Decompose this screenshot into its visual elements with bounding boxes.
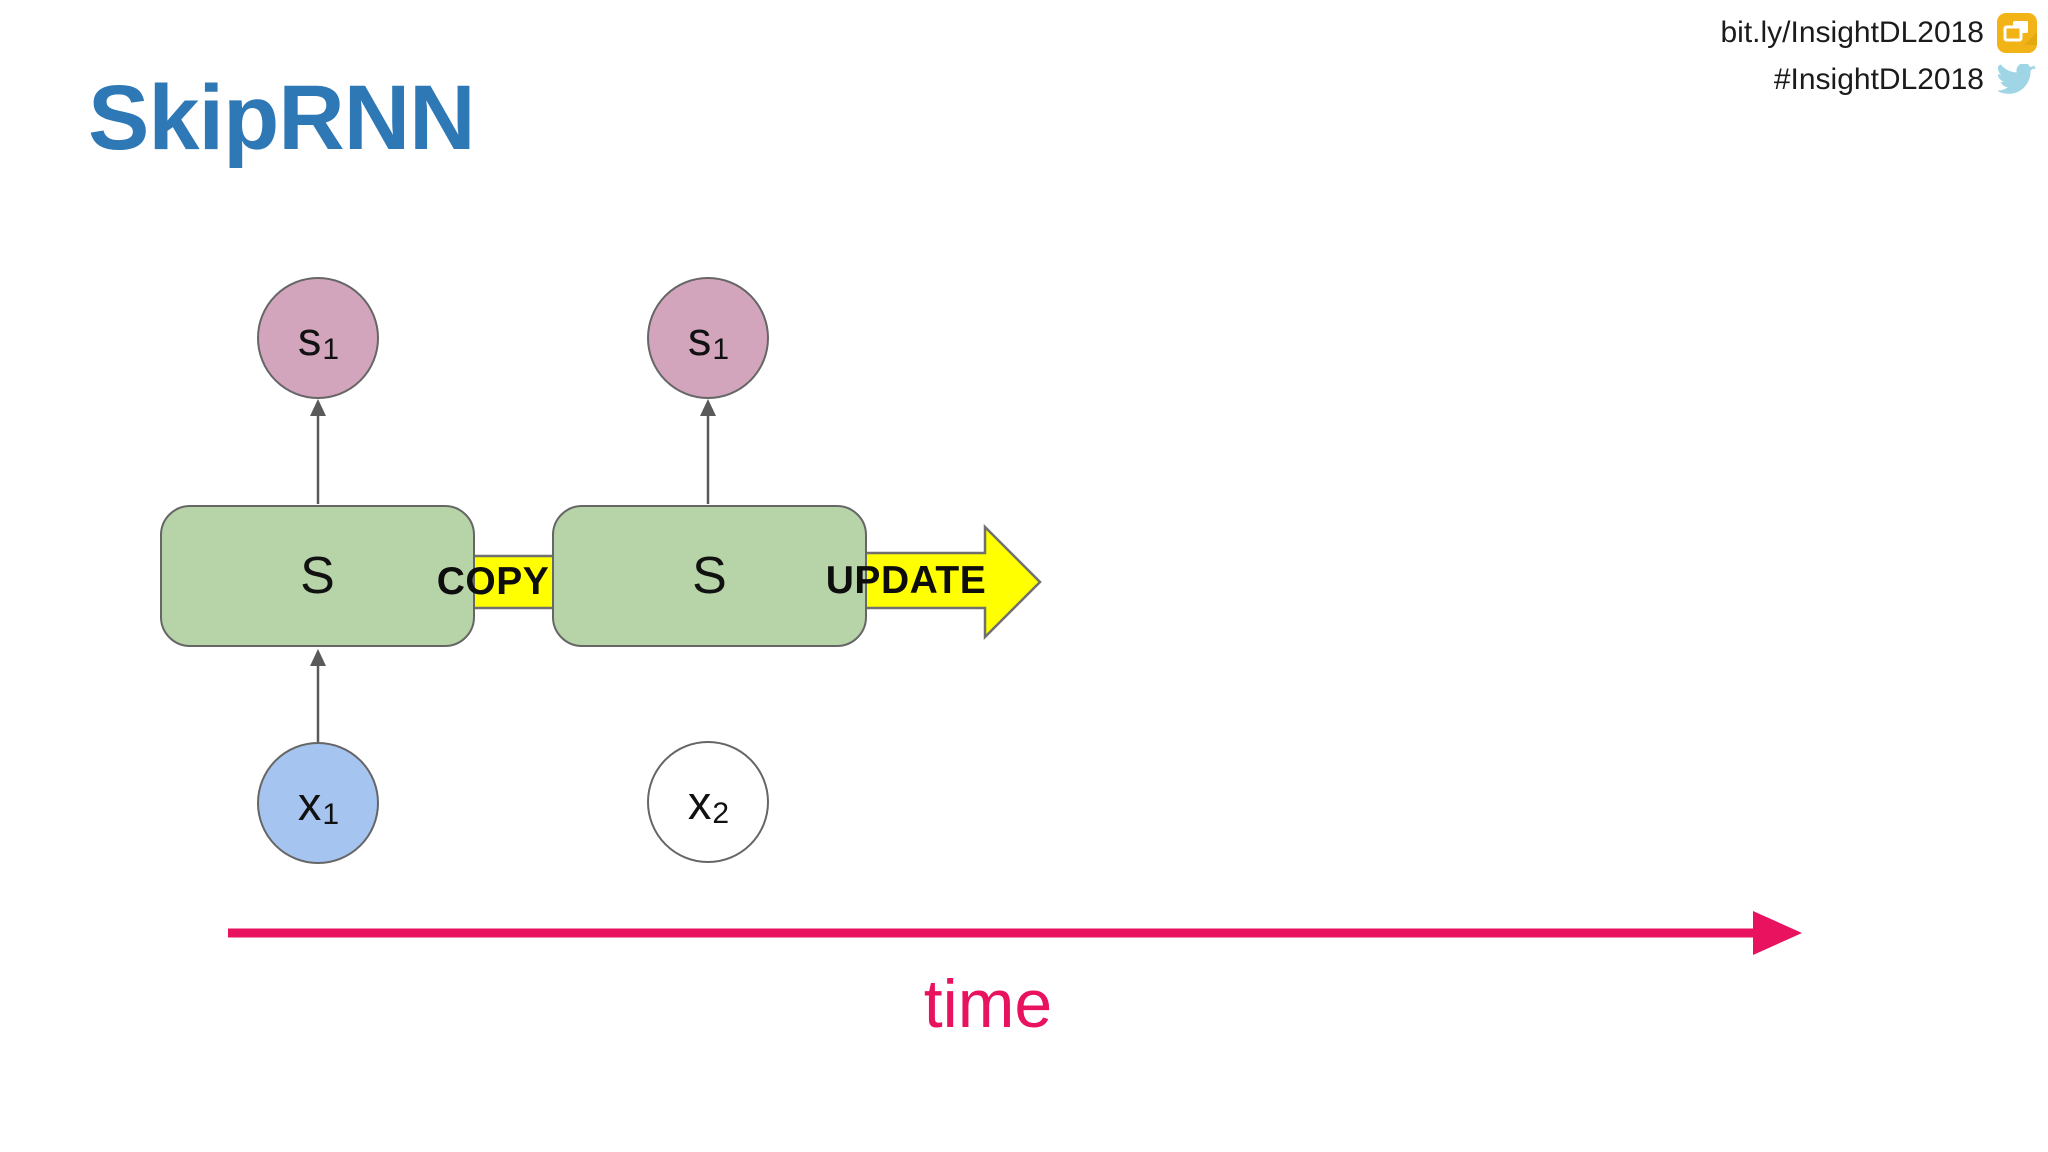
input-label-sub: 2 [712, 797, 730, 830]
rnn-cell-t2: S [552, 505, 867, 647]
copy-arrow-label: COPY [436, 560, 550, 603]
cell-label: S [692, 547, 727, 605]
hashtag-text: #InsightDL2018 [1773, 63, 1984, 96]
input-label-sub: 1 [322, 798, 340, 831]
state-label: s [687, 311, 712, 365]
bitly-link-text: bit.ly/InsightDL2018 [1720, 16, 1985, 49]
time-axis-arrowhead [1753, 911, 1802, 955]
rnn-cell-t1: S [160, 505, 475, 647]
slide-header: bit.ly/InsightDL2018 #InsightDL2018 [1721, 12, 2039, 101]
state-label: s [297, 311, 322, 365]
header-link-row: bit.ly/InsightDL2018 [1721, 12, 2039, 54]
cell-label: S [300, 547, 335, 605]
twitter-bird-path [1998, 64, 2036, 94]
twitter-icon [1996, 59, 2038, 101]
input-label: x [297, 776, 322, 830]
connector-x1-arrowhead [310, 649, 326, 666]
slides-icon [1996, 12, 2038, 54]
slides-icon-fold [2024, 32, 2037, 45]
header-hashtag-row: #InsightDL2018 [1774, 59, 2038, 101]
slides-icon-svg [1997, 13, 2037, 53]
time-axis-label: time [923, 966, 1053, 1042]
slides-icon-front-sheet [2003, 25, 2023, 42]
update-arrow-label: UPDATE [825, 558, 987, 602]
connector-cell1-arrowhead [310, 399, 326, 416]
input-label: x [687, 775, 712, 829]
connector-cell2-arrowhead [700, 399, 716, 416]
state-label-sub: 1 [712, 333, 730, 366]
page-title: SkipRNN [88, 67, 476, 169]
twitter-icon-svg [1998, 64, 2036, 94]
state-label-sub: 1 [322, 333, 340, 366]
